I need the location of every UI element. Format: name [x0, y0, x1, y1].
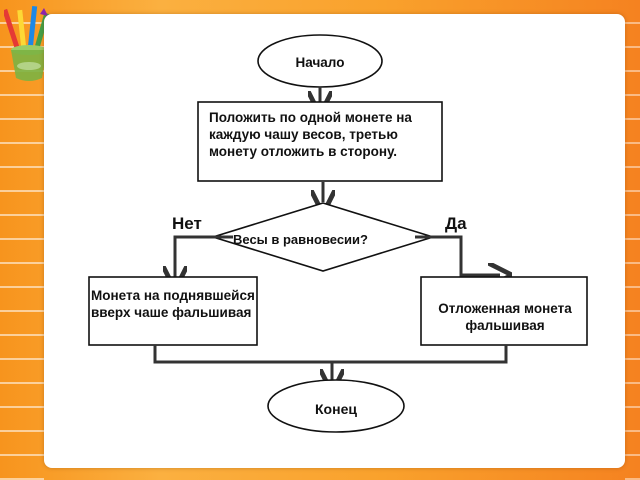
- no-outcome-box: [88, 276, 258, 346]
- connector-no-branch: [175, 235, 233, 278]
- end-label: Конец: [315, 401, 357, 417]
- right-ruled-strip: [625, 0, 640, 480]
- decision-diamond: [210, 202, 436, 272]
- branch-yes-label: Да: [445, 214, 467, 233]
- yes-outcome-box: [420, 276, 588, 346]
- branch-no-label: Нет: [172, 214, 202, 233]
- no-outcome-text: Монета на поднявшейся вверх чаше фальшив…: [91, 288, 255, 320]
- process-box: [197, 101, 443, 182]
- yes-outcome-text: Отложенная монета фальшивая: [438, 301, 572, 333]
- decision-label: Весы в равновесии?: [233, 232, 368, 247]
- connector-yes-branch: [415, 235, 500, 275]
- end-terminal: [267, 379, 405, 433]
- start-label: Начало: [295, 55, 345, 70]
- pencil-cup-icon: [4, 6, 50, 81]
- connector-merge: [153, 345, 508, 364]
- process-step-text: Положить по одной монете на каждую чашу …: [209, 110, 412, 159]
